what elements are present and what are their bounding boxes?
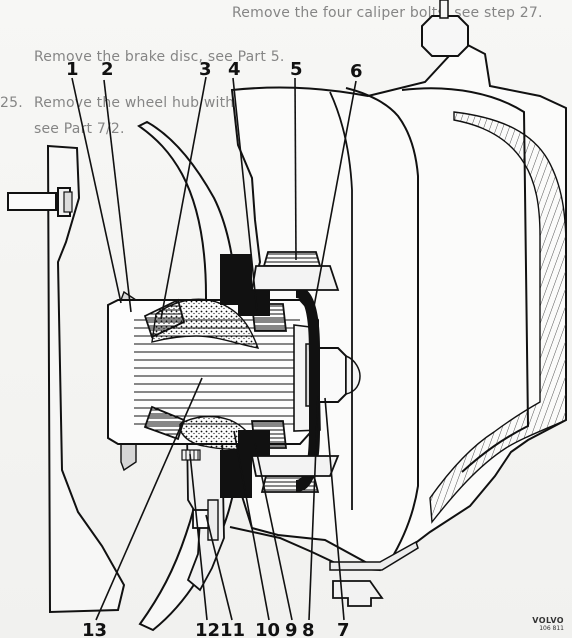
lower-bolt-body (260, 475, 320, 493)
leader-2 (103, 79, 132, 313)
leader-4 (232, 77, 258, 312)
bleeder-stem (439, 0, 449, 19)
lower-foot (329, 540, 419, 571)
leader-3 (160, 76, 207, 320)
callout-8: 8 (302, 620, 315, 638)
lower-caliper-clamp (250, 455, 340, 477)
callout-12: 12 (195, 620, 220, 638)
right-caliper-shadow (429, 111, 567, 524)
right-shadow-detail (229, 87, 567, 571)
leader-8 (308, 395, 319, 621)
figure-code: 106 811 (539, 625, 564, 632)
callout-9: 9 (285, 620, 298, 638)
callout-1: 1 (66, 59, 79, 80)
right-caliper-edge (401, 87, 530, 473)
callout-6: 6 (350, 61, 363, 82)
leader-1 (71, 77, 122, 304)
seal-block-lower-mid (238, 430, 270, 456)
right-body-outline (345, 87, 419, 562)
leader-11 (205, 514, 233, 621)
seal-block-mid (238, 290, 270, 316)
outer-bearing-top (143, 298, 186, 339)
bleeder-nipple (421, 15, 469, 57)
backplate-outline (46, 144, 126, 614)
leader-13 (95, 377, 203, 621)
callout-2: 2 (101, 59, 114, 80)
leader-7 (324, 397, 345, 621)
seal-ring-right (296, 286, 320, 492)
step-number: 25. (0, 95, 23, 111)
callout-7: 7 (337, 620, 350, 638)
callout-3: 3 (199, 59, 212, 80)
brand-name: VOLVO (532, 616, 564, 625)
leader-5 (294, 77, 297, 261)
upper-caliper-clamp (250, 265, 340, 291)
instruction-line-3b: see Part 7/2. (34, 121, 125, 137)
callout-labels: 1 2 3 4 5 6 7 8 9 10 11 12 13 (66, 59, 363, 638)
axle-nut (315, 347, 347, 403)
upper-mounting-group (250, 251, 340, 493)
callout-11: 11 (220, 620, 245, 638)
lower-screw (207, 499, 219, 541)
leader-9 (254, 443, 293, 621)
leader-12 (189, 453, 208, 621)
callout-4: 4 (228, 59, 241, 80)
instruction-line-1: Remove the four caliper bolts, see step … (232, 5, 543, 21)
leader-10 (233, 430, 270, 621)
left-stud-group (7, 187, 73, 217)
axle-end-cap (345, 354, 361, 395)
callout-10: 10 (255, 620, 280, 638)
instruction-line-2: Remove the brake disc, see Part 5. (34, 49, 285, 65)
seal-block-lower (220, 450, 252, 498)
callout-5: 5 (290, 59, 303, 80)
drain-plug (332, 580, 384, 607)
wheel-stud (7, 192, 57, 211)
leader-6 (312, 80, 357, 313)
leader-lines (71, 76, 357, 621)
stud-lock (63, 191, 73, 213)
callout-13: 13 (82, 620, 107, 638)
publisher-imprint: VOLVO 106 811 (532, 617, 564, 632)
upper-bolt-body (262, 251, 322, 267)
